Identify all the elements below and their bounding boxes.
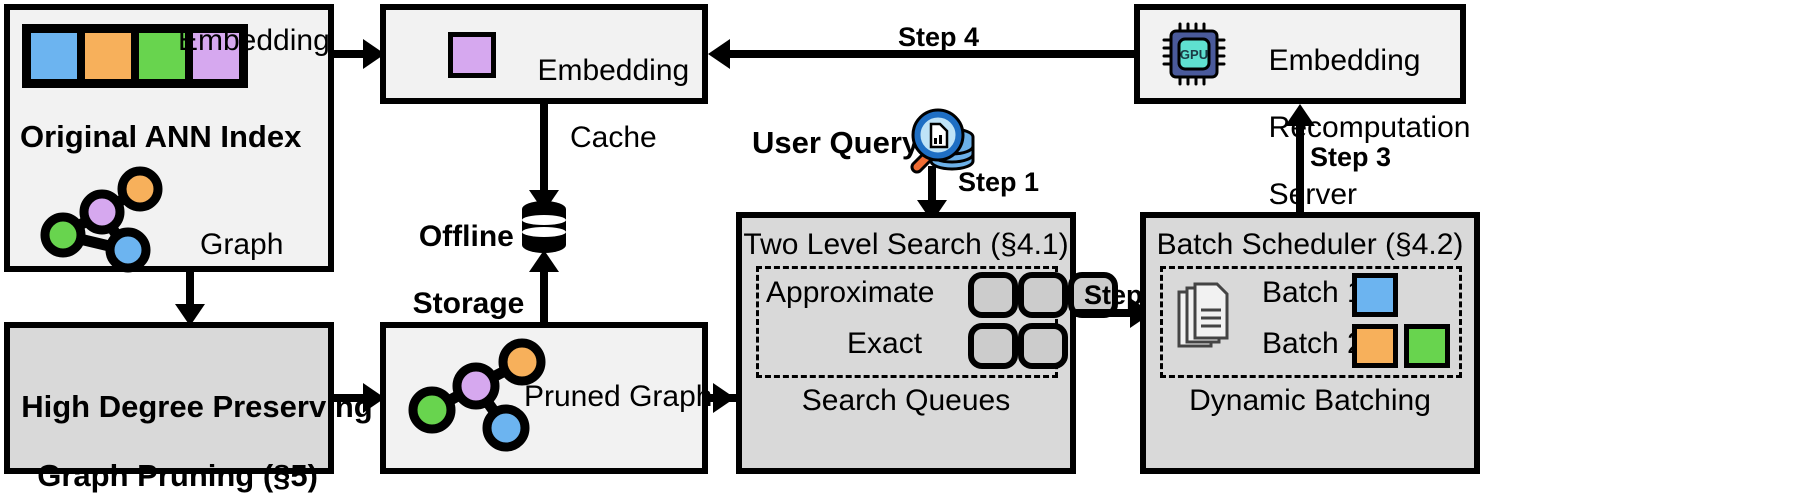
graph-pruning-line1: High Degree Preserving (21, 388, 373, 424)
arrow-step4-head (708, 39, 730, 69)
batch-2-label: Batch 2 (1262, 327, 1364, 360)
embedding-strip (22, 24, 248, 88)
graph-node-orange (117, 166, 163, 212)
query-document-glyph (929, 122, 949, 149)
arrow-index-to-pruning-line (186, 272, 194, 310)
embedding-cache-chip-icon (448, 32, 496, 78)
offline-storage-title: Offline Storage (396, 186, 525, 320)
recomputation-server-title: Embedding Recomputation Server (1252, 10, 1471, 212)
arrow-pruning-to-pruned-line (334, 394, 368, 402)
arrow-step1-line (928, 166, 936, 212)
original-index-graph (40, 166, 163, 273)
graph-node-green (40, 212, 86, 258)
queue-slot[interactable] (968, 272, 1018, 318)
graph-node-blue (105, 227, 151, 273)
queue-slot[interactable] (1018, 272, 1068, 318)
graph-label: Graph (200, 228, 284, 261)
queue-slot[interactable] (968, 323, 1018, 369)
arrow-step2-line (1076, 309, 1138, 317)
dynamic-batching-panel (1160, 266, 1462, 378)
graph-node-purple (79, 189, 125, 235)
embedding-label: Embedding (178, 24, 330, 57)
embedding-cache-line2: Cache (569, 120, 657, 154)
embedding-cache-title: Embedding Cache (510, 20, 700, 154)
graph-pruning-box (4, 322, 334, 474)
arrow-pruning-to-pruned-head (363, 383, 385, 413)
arrow-index-to-cache-head (363, 39, 385, 69)
arrow-cache-to-storage-line (540, 104, 548, 196)
arrow-pruned-to-search-head (713, 383, 735, 413)
search-queues-footer: Search Queues (801, 384, 1011, 417)
documents-stack-icon (1177, 282, 1229, 348)
batch-1-label: Batch 1 (1262, 276, 1364, 309)
step-4-label: Step 4 (898, 22, 980, 52)
batch-scheduler-title: Batch Scheduler (§4.2) (1156, 228, 1464, 261)
original-ann-index-title: Original ANN Index (20, 119, 302, 154)
arrow-pruned-to-storage-head (529, 250, 559, 272)
user-query-label: User Query (752, 125, 920, 160)
exact-slots (968, 323, 1068, 374)
pruned-node-green (408, 386, 456, 434)
arrow-index-to-pruning-head (175, 304, 205, 326)
batch-2-item-green (1404, 324, 1450, 368)
magnifier-document-database-icon (910, 108, 975, 174)
queue-slot[interactable] (1018, 323, 1068, 369)
embedding-cell-purple (189, 29, 243, 83)
pruned-graph-visual (408, 338, 546, 452)
pruned-node-orange (498, 338, 546, 386)
batch-1-item-blue (1352, 273, 1398, 317)
pruned-node-purple (452, 362, 500, 410)
graph-pruning-line2: Graph Pruning (§5) (37, 458, 318, 494)
arrow-step3-line (1296, 118, 1304, 212)
arrow-step4-line (724, 50, 1136, 58)
gpu-chip-icon: GPU (1162, 22, 1226, 86)
offline-storage-line2: Storage (412, 286, 525, 320)
recomputation-server-line3: Server (1268, 177, 1358, 211)
approximate-row-label: Approximate (766, 276, 935, 309)
two-level-search-title: Two Level Search (§4.1) (743, 228, 1069, 261)
search-queues-panel (756, 266, 1058, 378)
embedding-cell-orange (81, 29, 135, 83)
batch-2-item-orange (1352, 324, 1398, 368)
step-1-label: Step 1 (958, 167, 1040, 197)
gpu-icon-text: GPU (1180, 47, 1208, 62)
query-magnifier (910, 108, 965, 174)
arrow-pruned-to-storage-line (540, 262, 548, 322)
embedding-cell-green (135, 29, 189, 83)
arrow-step3-head (1285, 104, 1315, 126)
offline-storage-line1: Offline (418, 219, 514, 253)
database-cylinder-icon (522, 201, 566, 253)
recomputation-server-line1: Embedding (1268, 43, 1421, 77)
exact-row-label: Exact (847, 327, 923, 360)
embedding-cell-blue (27, 29, 81, 83)
embedding-cache-line1: Embedding (537, 53, 690, 87)
arrow-index-to-cache-line (334, 50, 368, 58)
step-3-label: Step 3 (1310, 142, 1392, 172)
pruned-graph-label: Pruned Graph (524, 380, 713, 413)
graph-pruning-title: High Degree Preserving Graph Pruning (§5… (4, 355, 372, 494)
embedding-cache-box (380, 4, 708, 104)
dynamic-batching-footer: Dynamic Batching (1189, 384, 1431, 417)
recomputation-server-line2: Recomputation (1268, 110, 1471, 144)
pruned-node-blue (482, 404, 530, 452)
